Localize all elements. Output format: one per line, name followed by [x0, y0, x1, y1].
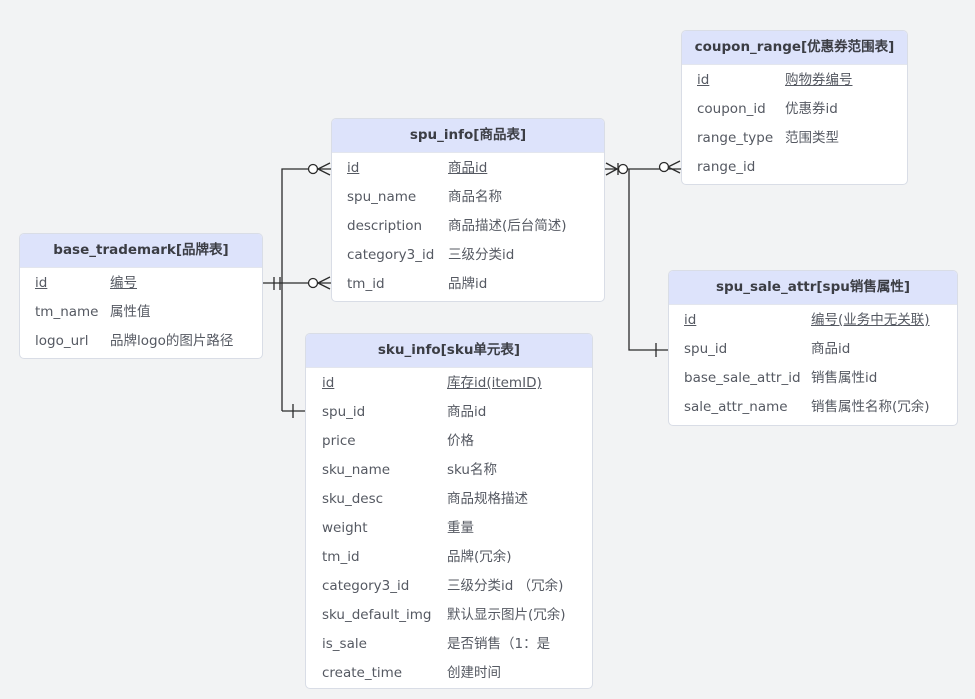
field-row: logo_url 品牌logo的图片路径 [20, 327, 262, 356]
field-name: sku_default_img [322, 607, 432, 623]
field-name: description [347, 218, 423, 234]
field-name: tm_id [322, 549, 360, 565]
entity-title: sku_info[sku单元表] [306, 334, 592, 368]
field-row: spu_name 商品名称 [332, 183, 604, 212]
field-name: sku_desc [322, 491, 384, 507]
entity-title: spu_sale_attr[spu销售属性] [669, 271, 957, 305]
field-desc: 购物券编号 [785, 72, 853, 88]
field-name: price [322, 433, 356, 449]
field-desc: 商品id [811, 341, 851, 357]
field-name: category3_id [347, 247, 435, 263]
field-row: tm_id 品牌id [332, 270, 604, 299]
field-desc: 编号(业务中无关联) [811, 312, 930, 328]
field-row: tm_id 品牌(冗余) [306, 543, 592, 572]
field-row: sale_attr_name 销售属性名称(冗余) [669, 393, 957, 422]
field-row: description 商品描述(后台简述) [332, 212, 604, 241]
field-desc: 品牌logo的图片路径 [110, 333, 234, 349]
field-desc: 属性值 [110, 304, 151, 320]
field-name: id [684, 312, 697, 328]
field-desc: 是否销售（1：是 [447, 636, 551, 652]
field-row: id 编号(业务中无关联) [669, 306, 957, 335]
field-row: id 购物券编号 [682, 66, 907, 95]
field-row: base_sale_attr_id 销售属性id [669, 364, 957, 393]
field-desc: 创建时间 [447, 665, 501, 681]
field-name: id [697, 72, 710, 88]
field-name: coupon_id [697, 101, 766, 117]
field-name: spu_id [684, 341, 728, 357]
entity-title: spu_info[商品表] [332, 119, 604, 153]
field-desc: 品牌id [448, 276, 488, 292]
field-desc: 商品id [448, 160, 488, 176]
field-row: sku_desc 商品规格描述 [306, 485, 592, 514]
rel-trademark-trunk [281, 162, 331, 411]
field-desc: 库存id(itemID) [447, 375, 542, 391]
field-name: tm_name [35, 304, 99, 320]
field-desc: 三级分类id （冗余) [447, 578, 564, 594]
field-row: category3_id 三级分类id （冗余) [306, 572, 592, 601]
field-name: id [322, 375, 335, 391]
entity-sku-info[interactable]: sku_info[sku单元表] id 库存id(itemID) spu_id … [305, 333, 593, 689]
field-desc: sku名称 [447, 462, 497, 478]
field-row: price 价格 [306, 427, 592, 456]
field-row: id 编号 [20, 269, 262, 298]
field-row: is_sale 是否销售（1：是 [306, 630, 592, 659]
field-name: create_time [322, 665, 403, 681]
rel-spu-saleattr [628, 169, 668, 357]
field-name: range_type [697, 130, 774, 146]
field-desc: 销售属性名称(冗余) [811, 399, 930, 415]
field-desc: 品牌(冗余) [447, 549, 512, 565]
field-row: range_type 范围类型 [682, 124, 907, 153]
field-name: range_id [697, 159, 756, 175]
entity-base-trademark[interactable]: base_trademark[品牌表] id 编号 tm_name 属性值 lo… [19, 233, 263, 359]
field-desc: 默认显示图片(冗余) [447, 607, 566, 623]
field-row: id 库存id(itemID) [306, 369, 592, 398]
field-name: id [35, 275, 48, 291]
entity-title: base_trademark[品牌表] [20, 234, 262, 268]
field-desc: 价格 [447, 433, 474, 449]
entity-coupon-range[interactable]: coupon_range[优惠券范围表] id 购物券编号 coupon_id … [681, 30, 908, 185]
field-desc: 商品描述(后台简述) [448, 218, 567, 234]
field-name: weight [322, 520, 368, 536]
field-row: tm_name 属性值 [20, 298, 262, 327]
field-row: sku_default_img 默认显示图片(冗余) [306, 601, 592, 630]
field-name: spu_name [347, 189, 417, 205]
field-desc: 销售属性id [811, 370, 878, 386]
field-name: sku_name [322, 462, 391, 478]
rel-trademark-spu-lower [263, 276, 331, 290]
field-desc: 三级分类id [448, 247, 515, 263]
entity-title: coupon_range[优惠券范围表] [682, 31, 907, 65]
rel-trademark-sku [282, 404, 305, 418]
field-desc: 商品id [447, 404, 487, 420]
field-name: logo_url [35, 333, 89, 349]
field-name: sale_attr_name [684, 399, 788, 415]
field-row: spu_id 商品id [669, 335, 957, 364]
field-row: create_time 创建时间 [306, 659, 592, 688]
field-desc: 范围类型 [785, 130, 839, 146]
field-name: spu_id [322, 404, 366, 420]
field-desc: 重量 [447, 520, 474, 536]
field-name: base_sale_attr_id [684, 370, 801, 386]
field-desc: 编号 [110, 275, 137, 291]
field-row: category3_id 三级分类id [332, 241, 604, 270]
field-desc: 商品名称 [448, 189, 502, 205]
field-name: category3_id [322, 578, 410, 594]
field-row: id 商品id [332, 154, 604, 183]
entity-spu-sale-attr[interactable]: spu_sale_attr[spu销售属性] id 编号(业务中无关联) spu… [668, 270, 958, 426]
field-name: is_sale [322, 636, 367, 652]
field-name: tm_id [347, 276, 385, 292]
field-row: weight 重量 [306, 514, 592, 543]
field-desc: 商品规格描述 [447, 491, 528, 507]
field-name: id [347, 160, 360, 176]
field-row: range_id [682, 153, 907, 182]
entity-spu-info[interactable]: spu_info[商品表] id 商品id spu_name 商品名称 desc… [331, 118, 605, 302]
rel-spu-coupon [605, 160, 681, 176]
field-row: coupon_id 优惠券id [682, 95, 907, 124]
field-row: spu_id 商品id [306, 398, 592, 427]
field-row: sku_name sku名称 [306, 456, 592, 485]
field-desc: 优惠券id [785, 101, 838, 117]
